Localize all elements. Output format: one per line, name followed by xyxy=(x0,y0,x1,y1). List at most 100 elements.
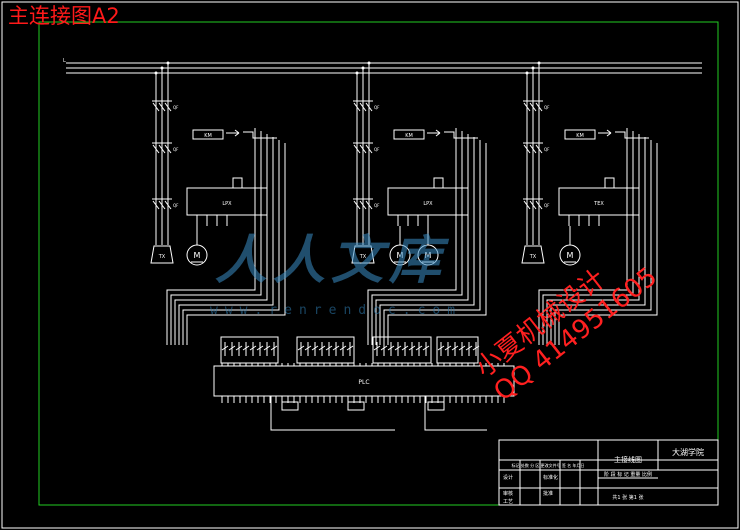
terminal-switch xyxy=(235,345,243,351)
breaker-contact xyxy=(158,144,166,154)
starter-symbol xyxy=(351,245,375,264)
motor-symbol xyxy=(559,244,581,266)
relay-tag: KM xyxy=(576,133,584,139)
breaker-tag: QF xyxy=(173,147,179,152)
title-drawing-name: 主接线图 xyxy=(614,455,642,464)
plc-signal-wire xyxy=(538,128,628,345)
terminal-switch xyxy=(304,345,312,351)
plc-signal-wire xyxy=(546,134,640,345)
terminal-switch xyxy=(422,345,430,351)
signal-arrow-head xyxy=(234,132,240,137)
terminal-switch xyxy=(332,345,340,351)
plc-label: PLC xyxy=(358,379,369,386)
plc-signal-wire xyxy=(383,140,481,345)
watermark-logo: 人人文库 xyxy=(215,230,448,291)
terminal-switch xyxy=(249,345,257,351)
terminal-switch xyxy=(373,345,381,351)
breaker-tag: QF xyxy=(544,147,550,152)
motor-symbol xyxy=(389,244,411,266)
terminal-switch xyxy=(228,345,236,351)
title-standard: 标准化 xyxy=(543,474,558,481)
terminal-switch xyxy=(270,345,278,351)
controller-label: TEX xyxy=(593,201,604,207)
terminal-switch xyxy=(444,345,452,351)
plc-signal-wire xyxy=(375,134,469,345)
breaker-contact xyxy=(523,144,531,154)
breaker-contact xyxy=(353,144,361,154)
breaker-contact xyxy=(529,144,537,154)
plc-signal-wire xyxy=(166,128,256,345)
terminal-block xyxy=(436,336,479,364)
relay-box xyxy=(393,129,425,140)
breaker-contact xyxy=(164,144,172,154)
terminal-switch xyxy=(465,345,473,351)
title-scale-row: 阶 段 标 记 重量 比例 xyxy=(604,471,652,478)
controller-terminal xyxy=(232,177,243,189)
terminal-switch xyxy=(256,345,264,351)
contact-wire xyxy=(444,131,478,139)
plc-signal-wire xyxy=(186,143,286,345)
title-block xyxy=(498,439,719,506)
breaker-contact xyxy=(535,144,543,154)
plc-output-bus xyxy=(270,396,395,431)
contact-wire xyxy=(615,131,649,139)
title-craft: 工艺 xyxy=(503,499,513,505)
breaker-contact xyxy=(365,200,373,210)
starter-symbol xyxy=(150,245,174,264)
plc-signal-wire xyxy=(367,128,457,345)
breaker-contact xyxy=(152,144,160,154)
breaker-tag: QF xyxy=(173,105,179,110)
title-checker: 审核 xyxy=(503,490,513,497)
motor-letter: M xyxy=(397,251,404,260)
starter-tag: TX xyxy=(359,254,367,260)
bus-tap-dot xyxy=(537,61,541,65)
plc-signal-wire xyxy=(379,137,475,345)
output-relay xyxy=(281,401,299,411)
plc-signal-wire xyxy=(554,140,652,345)
signal-arrow-head xyxy=(606,132,612,137)
watermark-url: www.renrendoc.com xyxy=(210,303,463,318)
terminal-switch xyxy=(458,345,466,351)
motor-symbol xyxy=(417,244,439,266)
terminal-switch xyxy=(394,345,402,351)
signal-arrow-head xyxy=(435,129,441,134)
relay-tag: KM xyxy=(405,133,413,139)
output-relay xyxy=(347,401,365,411)
breaker-contact xyxy=(523,102,531,112)
relay-box xyxy=(192,129,224,140)
signal-arrow-head xyxy=(606,129,612,134)
terminal-switch xyxy=(242,345,250,351)
terminal-switch xyxy=(380,345,388,351)
bus-tap-dot xyxy=(355,71,359,75)
terminal-switch xyxy=(325,345,333,351)
title-approve: 批准 xyxy=(543,490,553,497)
breaker-contact xyxy=(365,144,373,154)
plc-signal-wire xyxy=(174,134,268,345)
breaker-contact xyxy=(158,102,166,112)
terminal-switch xyxy=(318,345,326,351)
plc-signal-wire xyxy=(550,137,646,345)
bus-label: L xyxy=(63,58,66,64)
breaker-contact xyxy=(164,200,172,210)
motor-letter: M xyxy=(194,251,201,260)
breaker-contact xyxy=(353,102,361,112)
bus-tap-dot xyxy=(525,71,529,75)
title-school: 大湖学院 xyxy=(672,447,704,457)
bus-tap-dot xyxy=(160,66,164,70)
breaker-tag: QF xyxy=(374,105,380,110)
bus-tap-dot xyxy=(531,66,535,70)
terminal-switch xyxy=(297,345,305,351)
terminal-switch xyxy=(346,345,354,351)
breaker-contact xyxy=(529,102,537,112)
starter-tag: TX xyxy=(529,254,537,260)
plc-signal-wire xyxy=(170,131,262,345)
breaker-contact xyxy=(359,144,367,154)
plc-signal-wire xyxy=(178,137,274,345)
plc-signal-wire xyxy=(542,131,634,345)
breaker-contact xyxy=(164,102,172,112)
title-header-row: 标记 处数 分 区 更改文件号 签 名 年月日 xyxy=(512,462,585,468)
controller-terminal xyxy=(604,177,615,189)
